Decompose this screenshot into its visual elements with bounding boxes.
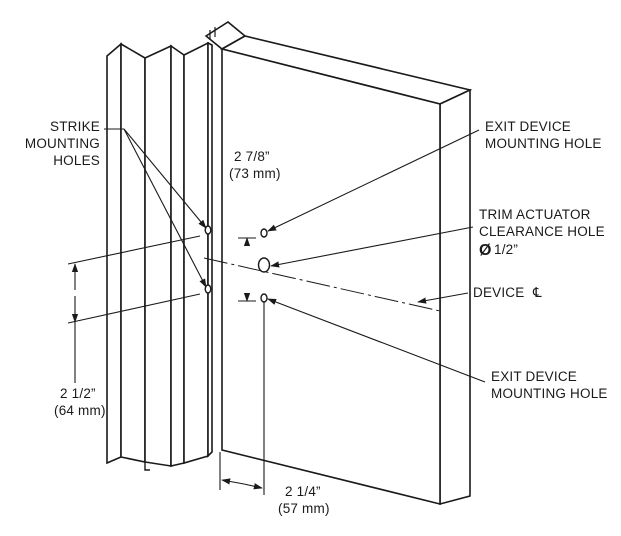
callout-labels: STRIKE MOUNTING HOLES EXIT DEVICE MOUNTI… <box>25 119 608 401</box>
diameter-symbol: Ø <box>479 242 492 259</box>
strike-label-line3: HOLES <box>53 153 100 168</box>
exit-top-label-line2: MOUNTING HOLE <box>485 136 602 151</box>
centerline-symbol: ℄ <box>532 285 542 300</box>
strike-label-line2: MOUNTING <box>25 136 100 151</box>
dim-frame-metric: (64 mm) <box>54 403 106 418</box>
strike-hole-lower <box>204 284 212 294</box>
exit-device-hole-top <box>260 228 268 238</box>
exit-device-hole-bottom <box>260 293 268 303</box>
dim-backset-metric: (57 mm) <box>278 501 330 516</box>
exit-bottom-label-line2: MOUNTING HOLE <box>491 386 608 401</box>
dimension-labels: 2 7/8” (73 mm) 2 1/2” (64 mm) 2 1/4” (57… <box>54 149 330 516</box>
trim-label-line1: TRIM ACTUATOR <box>479 207 591 222</box>
trim-actuator-hole <box>257 257 271 273</box>
device-centerline <box>203 257 441 312</box>
strike-label-line1: STRIKE <box>50 119 100 134</box>
door-frame <box>106 41 213 471</box>
dim-vertical-imperial: 2 7/8” <box>234 149 270 164</box>
device-cl-label: DEVICE <box>473 285 524 300</box>
dim-vertical-metric: (73 mm) <box>229 166 281 181</box>
exit-bottom-label-line1: EXIT DEVICE <box>491 369 577 384</box>
dim-frame-imperial: 2 1/2” <box>60 386 96 401</box>
leader-lines <box>104 128 486 383</box>
holes <box>204 225 271 303</box>
trim-label-line2: CLEARANCE HOLE <box>479 224 605 239</box>
dimension-lines <box>67 235 265 495</box>
door-leaf <box>204 21 473 506</box>
trim-label-line3: 1/2” <box>494 242 518 257</box>
strike-hole-upper <box>204 225 212 235</box>
exit-top-label-line1: EXIT DEVICE <box>485 119 571 134</box>
dim-backset-imperial: 2 1/4” <box>285 484 321 499</box>
